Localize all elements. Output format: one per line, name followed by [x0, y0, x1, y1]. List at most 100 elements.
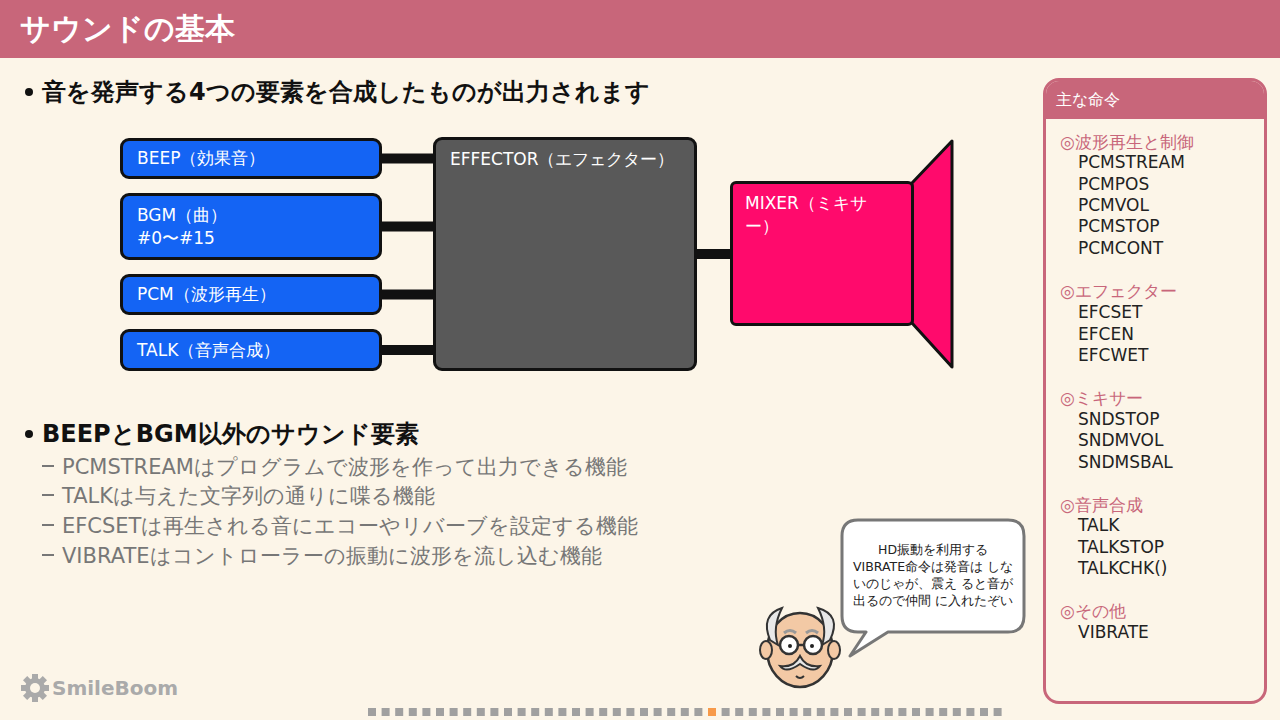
sub-bullet-text: EFCSETは再生される音にエコーやリバーブを設定する機能 — [62, 512, 638, 540]
signal-connector — [697, 249, 730, 259]
progress-dot — [708, 708, 716, 716]
signal-connector — [382, 154, 433, 164]
progress-dot — [490, 708, 498, 716]
progress-dot — [803, 708, 811, 716]
command-name: TALK — [1078, 515, 1119, 535]
progress-dot — [681, 708, 689, 716]
speech-bubble-outline — [842, 520, 1024, 656]
gear-tooth — [32, 674, 38, 680]
gear-tooth — [23, 676, 31, 684]
signal-connector — [382, 290, 433, 300]
command-name: PCMCONT — [1078, 238, 1163, 258]
node-label: MIXER（ミキサー） — [745, 192, 899, 238]
progress-dot — [477, 708, 485, 716]
sound-source-box: BEEP（効果音） — [120, 138, 382, 179]
command-name: TALKSTOP — [1078, 537, 1164, 557]
progress-dot — [735, 708, 743, 716]
gear-tooth — [23, 692, 31, 700]
command-name: SNDSTOP — [1078, 409, 1159, 429]
progress-dot — [395, 708, 403, 716]
gear-tooth — [21, 685, 27, 691]
progress-dot — [966, 708, 974, 716]
sub-bullet-text: TALKは与えた文字列の通りに喋る機能 — [62, 482, 435, 510]
progress-dot — [586, 708, 594, 716]
group-heading: ◎音声合成 — [1060, 494, 1143, 517]
command-name: PCMVOL — [1078, 195, 1149, 215]
command-name: SNDMSBAL — [1078, 452, 1173, 472]
sub-bullet-text: PCMSTREAMはプログラムで波形を作って出力できる機能 — [62, 453, 627, 481]
progress-dot — [762, 708, 770, 716]
progress-dot — [980, 708, 988, 716]
progress-dot — [558, 708, 566, 716]
progress-dot — [953, 708, 961, 716]
sound-source-box: TALK（音声合成） — [120, 329, 382, 371]
sub-bullet-text: VIBRATEはコントローラーの振動に波形を流し込む機能 — [62, 542, 602, 570]
panel-heading: 主な命令 — [1056, 90, 1120, 111]
sub-bullet-dashes — [42, 466, 54, 555]
progress-dot — [694, 708, 702, 716]
node-label: PCM（波形再生） — [137, 283, 365, 305]
bullet-text: BEEPとBGM以外のサウンド要素 — [42, 418, 419, 450]
progress-dot — [504, 708, 512, 716]
progress-dot — [463, 708, 471, 716]
progress-dot — [871, 708, 879, 716]
old-man-illustration — [760, 608, 840, 687]
command-name: EFCWET — [1078, 345, 1148, 365]
progress-dot — [994, 708, 1002, 716]
node-sublabel: #0〜#15 — [137, 227, 365, 249]
command-panel: 主な命令 ◎波形再生と制御PCMSTREAMPCMPOSPCMVOLPCMSTOP… — [1043, 78, 1267, 704]
progress-dot — [776, 708, 784, 716]
progress-dot — [531, 708, 539, 716]
signal-connector — [382, 222, 433, 232]
gear-tooth — [39, 692, 47, 700]
node-label: HD振動を利用する VIBRATE命令は発音は しないのじゃが、震え ると音が出… — [852, 542, 1014, 610]
bullet-dot — [25, 430, 33, 438]
bullet-dot — [25, 88, 33, 96]
progress-dot — [858, 708, 866, 716]
progress-dot — [450, 708, 458, 716]
group-heading: ◎その他 — [1060, 600, 1126, 623]
progress-dot — [790, 708, 798, 716]
progress-dot — [654, 708, 662, 716]
progress-dot — [926, 708, 934, 716]
progress-dot — [368, 708, 376, 716]
progress-dot — [436, 708, 444, 716]
command-name: VIBRATE — [1078, 622, 1149, 642]
progress-dot — [382, 708, 390, 716]
progress-dot — [885, 708, 893, 716]
signal-connector — [382, 345, 433, 355]
sound-source-box: BGM（曲）#0〜#15 — [120, 193, 382, 260]
progress-dot — [830, 708, 838, 716]
speech-bubble: HD振動を利用する VIBRATE命令は発音は しないのじゃが、震え ると音が出… — [844, 522, 1022, 630]
progress-dots — [368, 708, 1002, 716]
progress-dot — [640, 708, 648, 716]
progress-dot — [817, 708, 825, 716]
node-label: BGM（曲） — [137, 204, 365, 226]
progress-dot — [422, 708, 430, 716]
progress-dot — [518, 708, 526, 716]
command-name: PCMSTOP — [1078, 216, 1160, 236]
group-heading: ◎波形再生と制御 — [1060, 131, 1194, 154]
command-name: PCMPOS — [1078, 174, 1149, 194]
progress-dot — [572, 708, 580, 716]
progress-dot — [939, 708, 947, 716]
progress-dot — [912, 708, 920, 716]
progress-dot — [749, 708, 757, 716]
progress-dot — [898, 708, 906, 716]
speaker-cone — [912, 141, 952, 367]
command-name: PCMSTREAM — [1078, 152, 1185, 172]
progress-dot — [626, 708, 634, 716]
gear-logo-icon — [21, 674, 49, 702]
slide-title: サウンドの基本 — [20, 9, 235, 50]
bullet-text: 音を発声する4つの要素を合成したものが出力されます — [42, 76, 650, 108]
group-heading: ◎ミキサー — [1060, 387, 1143, 410]
header-band — [0, 0, 1280, 58]
progress-dot — [722, 708, 730, 716]
command-name: TALKCHK() — [1078, 558, 1167, 578]
command-name: SNDMVOL — [1078, 430, 1163, 450]
progress-dot — [844, 708, 852, 716]
gear-tooth — [39, 676, 47, 684]
gear-tooth — [32, 696, 38, 702]
command-name: EFCSET — [1078, 302, 1142, 322]
progress-dot — [409, 708, 417, 716]
